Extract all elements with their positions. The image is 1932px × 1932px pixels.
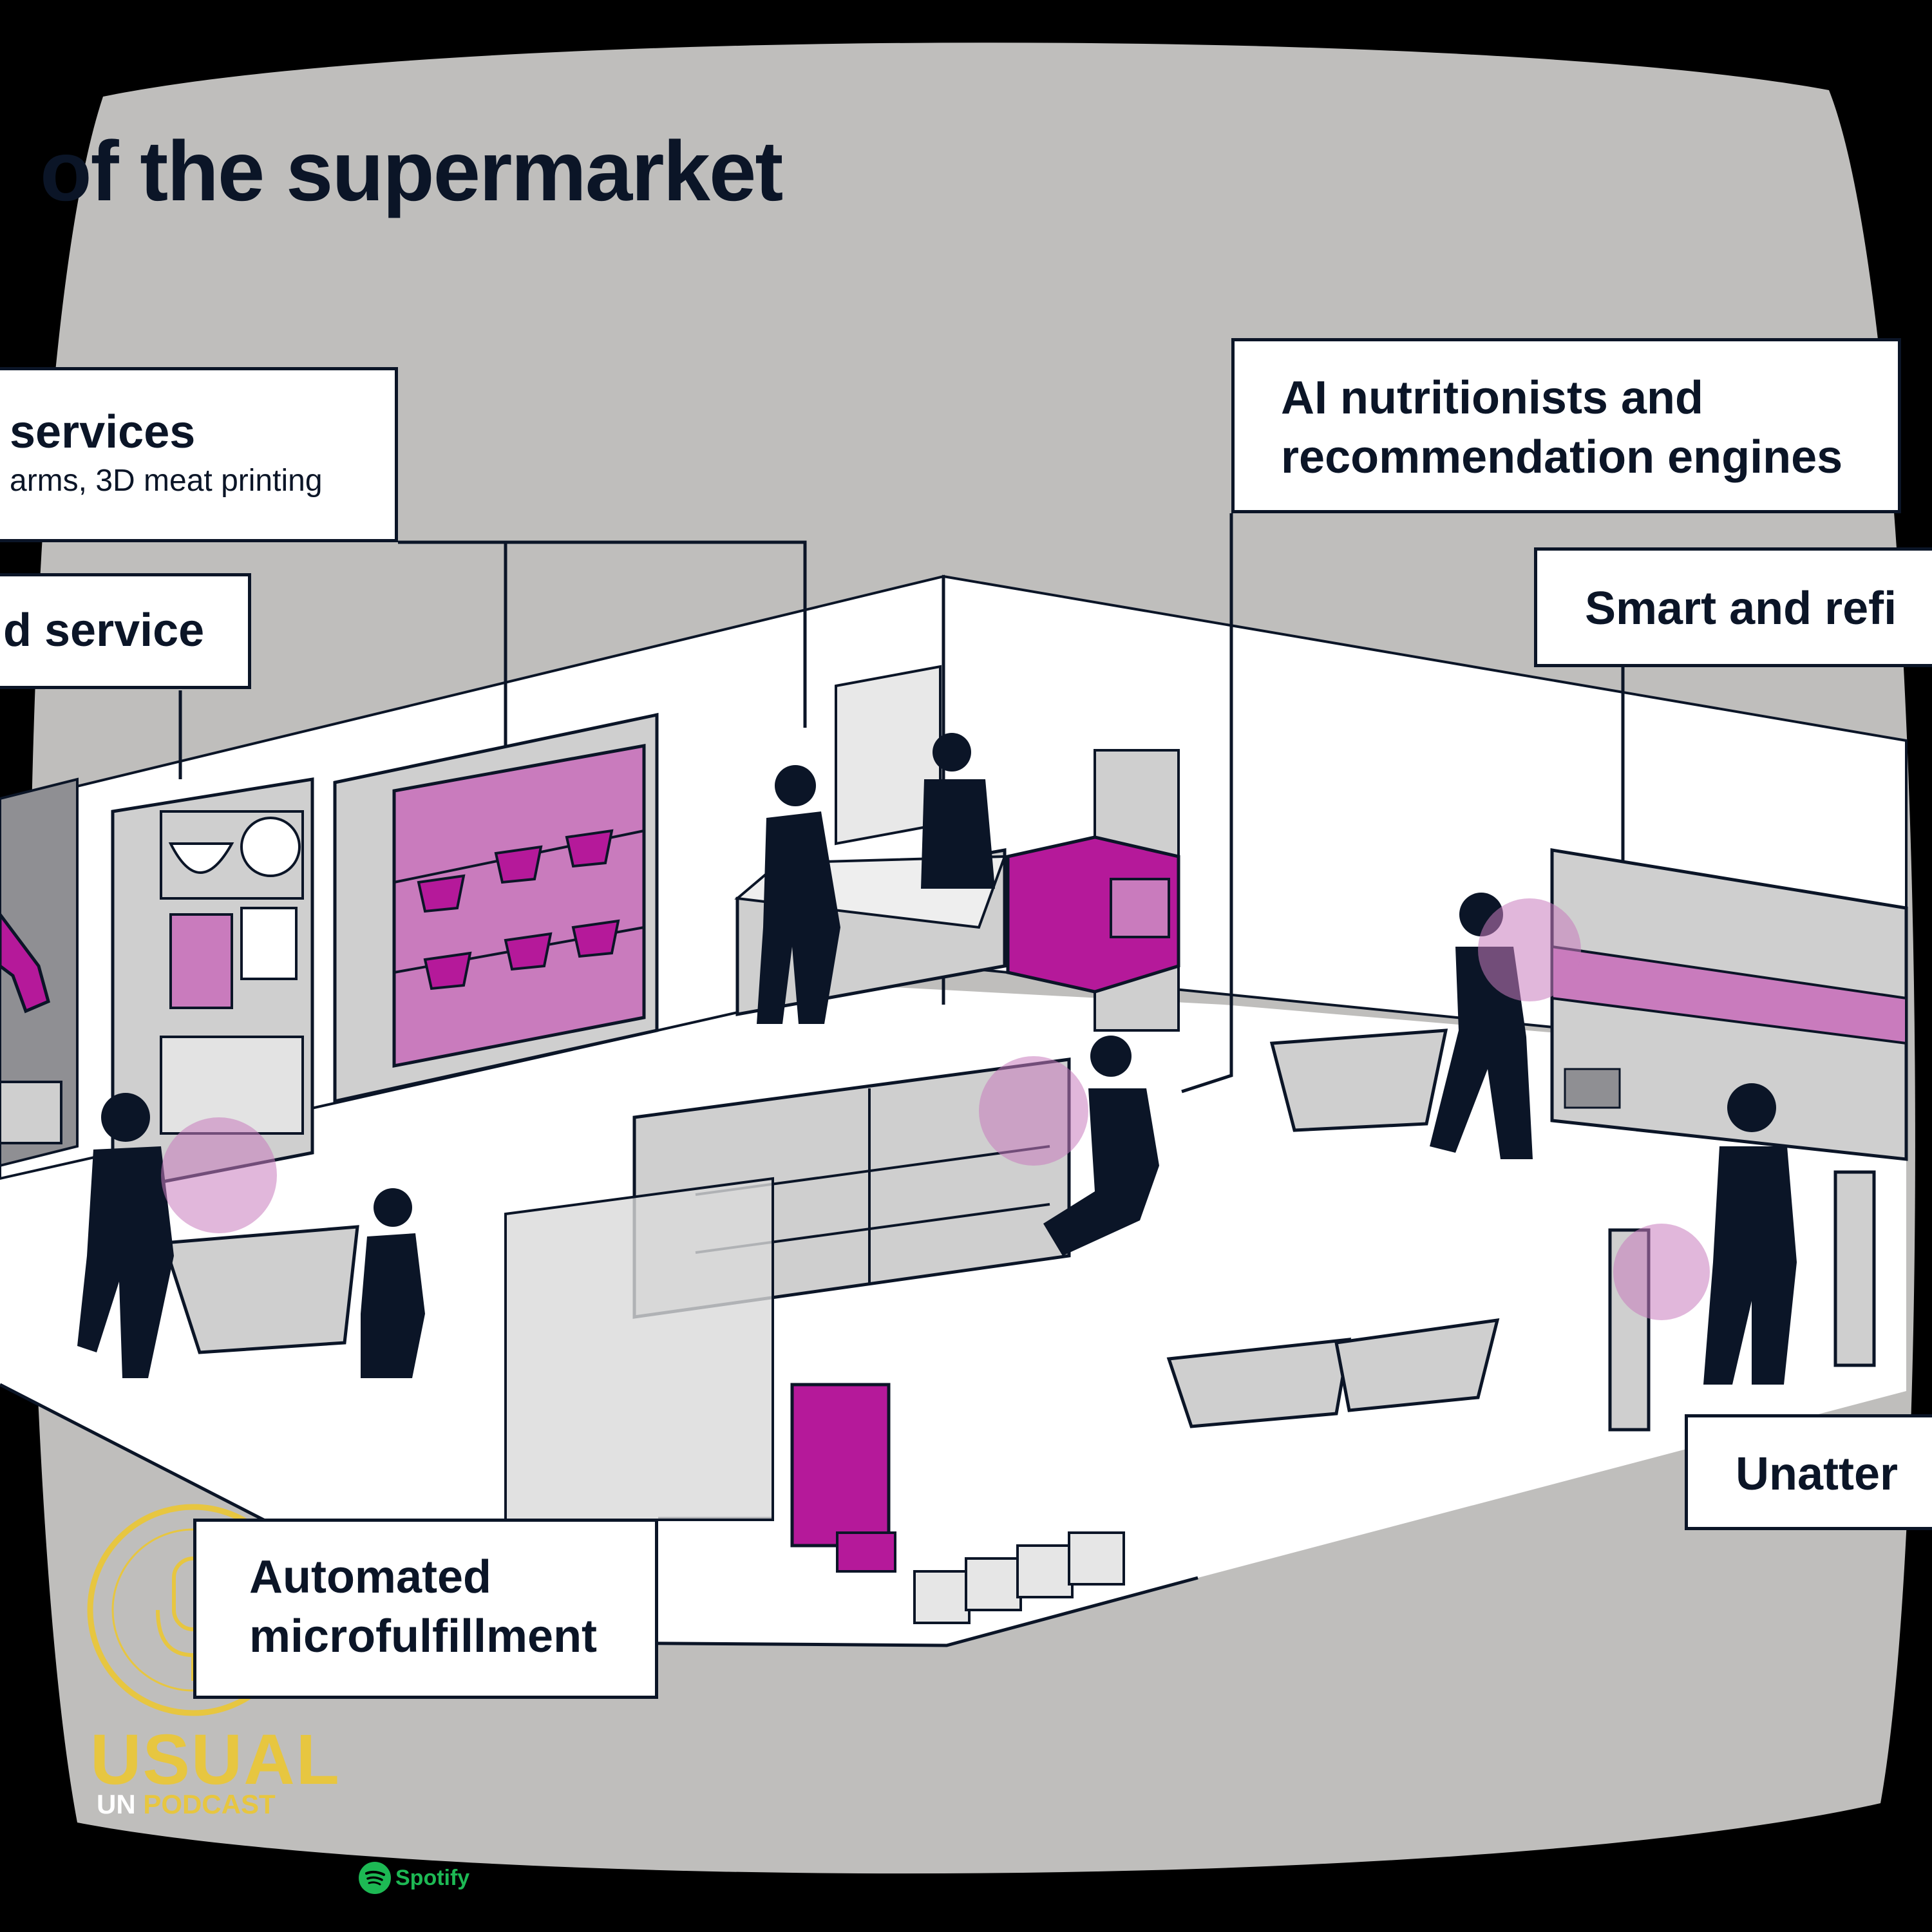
- microfulfillment-robot: [790, 1383, 896, 1573]
- plant-icon: [417, 829, 620, 990]
- highlight-circles: [161, 898, 1710, 1320]
- callout-smart-title: Smart and refi: [1585, 583, 1897, 634]
- printer-icon: [1006, 749, 1180, 1032]
- callout-auto-line2: microfulfillment: [249, 1611, 598, 1662]
- shoppers: [77, 893, 1797, 1385]
- callout-smart-refill: Smart and refi: [1534, 547, 1932, 667]
- callout-ai-line2: recommendation engines: [1281, 431, 1843, 483]
- person-icon: [757, 733, 995, 1024]
- podcast-logo-subtitle: UN PODCAST: [97, 1790, 276, 1819]
- callout-ai-nutritionists: AI nutritionists and recommendation engi…: [1231, 338, 1901, 513]
- callout-service: d service: [0, 573, 251, 689]
- page-title: of the supermarket: [40, 124, 783, 218]
- podcast-logo-un: UN: [97, 1789, 136, 1819]
- vertical-farm-cabinet: [333, 712, 659, 1104]
- boxes: [913, 1531, 1125, 1624]
- callout-ai-line1: AI nutritionists and: [1281, 372, 1703, 424]
- center-shelf: [504, 1057, 1071, 1521]
- callout-services-subtitle: arms, 3D meat printing: [10, 464, 323, 498]
- spotify-icon: [359, 1862, 391, 1894]
- callout-services-title: services: [10, 406, 196, 458]
- callout-auto-line1: Automated: [249, 1551, 491, 1603]
- callout-unattended-title: Unatter: [1736, 1448, 1899, 1500]
- callout-service-title: d service: [3, 605, 205, 656]
- robot-arm-icon: [0, 911, 62, 1144]
- spotify-label: Spotify: [395, 1865, 470, 1890]
- podcast-logo-word: USUAL: [90, 1720, 341, 1799]
- callout-services: services arms, 3D meat printing: [0, 367, 398, 542]
- service-counter: [734, 665, 1007, 1024]
- cart-icon: [162, 1028, 1500, 1428]
- spotify-badge[interactable]: Spotify: [358, 1861, 469, 1895]
- store-floor: [0, 966, 1906, 1645]
- podcast-logo-podcast: PODCAST: [143, 1789, 276, 1819]
- callout-unattended: Unatter: [1685, 1414, 1932, 1530]
- refill-station: [1550, 848, 1908, 1161]
- vending-kiosk: [111, 777, 314, 1194]
- callout-automated-microfulfillment: Automated microfulfillment: [193, 1519, 658, 1699]
